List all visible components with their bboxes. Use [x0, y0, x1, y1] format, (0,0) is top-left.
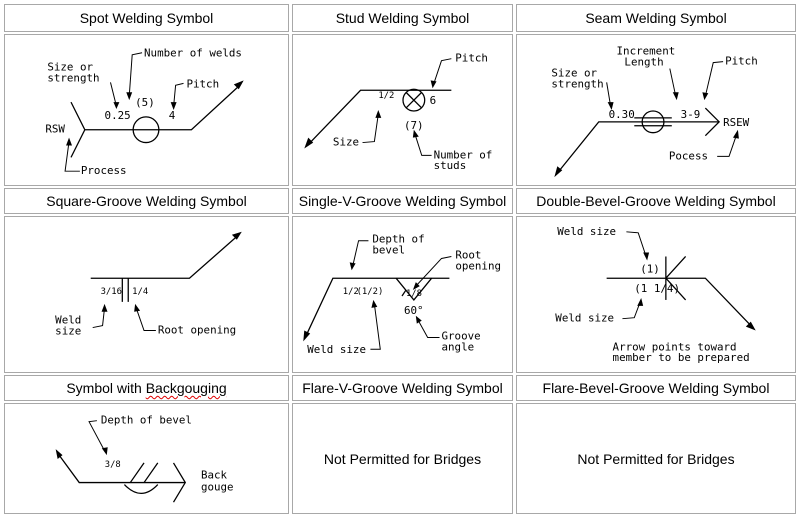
- backgouging-diagram: Depth of bevel 3/8 Back gouge: [55, 414, 234, 503]
- header-double-bevel-groove: Double-Bevel-Groove Welding Symbol: [516, 188, 796, 214]
- flare-bevel-not-permitted: Not Permitted for Bridges: [577, 450, 735, 467]
- spot-size-label-2: strength: [47, 71, 99, 84]
- seam-pitch-label: Pitch: [725, 55, 758, 68]
- doublebevel-note-1: Arrow points toward: [613, 340, 737, 353]
- backgouging-word: Backgouging: [145, 380, 227, 396]
- singlev-groove-label-2: angle: [441, 340, 474, 353]
- seam-increment-label-1: Increment: [617, 45, 676, 58]
- stud-pitch-value: 6: [430, 94, 437, 107]
- stud-number-label-1: Number of: [434, 148, 493, 161]
- spot-weld-diagram: Size or strength Number of welds Pitch 0…: [45, 47, 244, 177]
- double-bevel-groove-diagram: Weld size (1) (1 1/4) Weld size Arrow po…: [555, 225, 756, 364]
- spot-size-value: 0.25: [105, 109, 131, 122]
- backgouge-depth-label: Depth of bevel: [101, 414, 192, 427]
- singlev-depth-label-2: bevel: [372, 244, 405, 257]
- singlev-root-label-1: Root: [455, 248, 481, 261]
- spot-pitch-label: Pitch: [186, 77, 219, 90]
- square-weld-label-2: size: [55, 324, 81, 337]
- doublebevel-note-2: member to be prepared: [613, 351, 750, 364]
- seam-increment-value: 3-9: [681, 108, 701, 121]
- spot-size-label-1: Size or: [47, 61, 93, 74]
- doublebevel-weld-size-top-label: Weld size: [557, 225, 616, 238]
- seam-size-label-1: Size or: [551, 66, 597, 79]
- square-root-label: Root opening: [158, 323, 236, 336]
- spot-number-label: Number of welds: [144, 47, 242, 60]
- stud-weld-diagram: Pitch 1/2 6 (7) Size Number of studs: [304, 52, 493, 172]
- header-flare-v-groove: Flare-V-Groove Welding Symbol: [292, 375, 513, 401]
- backgouge-depth-value: 3/8: [105, 460, 121, 470]
- stud-number-value: (7): [404, 119, 424, 132]
- square-size-value: 3/16: [101, 287, 122, 297]
- doublebevel-bottom-value: (1 1/4): [634, 282, 680, 295]
- backgouge-label-2: gouge: [201, 480, 234, 493]
- cell-flare-v-groove: Not Permitted for Bridges: [292, 403, 513, 514]
- backgouge-label-1: Back: [201, 469, 228, 482]
- cell-double-bevel-groove: Weld size (1) (1 1/4) Weld size Arrow po…: [516, 216, 796, 373]
- singlev-root-label-2: opening: [455, 259, 501, 272]
- seam-rsew-label: RSEW: [723, 116, 750, 129]
- square-root-value: 1/4: [132, 287, 148, 297]
- stud-size-value: 1/2: [378, 91, 394, 101]
- singlev-depth-value: 1/2: [343, 287, 359, 297]
- spot-process-label: Process: [81, 164, 127, 177]
- square-weld-label-1: Weld: [55, 314, 81, 327]
- header-single-v-groove: Single-V-Groove Welding Symbol: [292, 188, 513, 214]
- singlev-size-value: (1/2): [357, 287, 384, 297]
- cell-square-groove: 3/16 1/4 Weld size Root opening: [4, 216, 289, 373]
- seam-process-label: Pocess: [669, 149, 708, 162]
- spot-pitch-value: 4: [169, 109, 176, 122]
- flare-v-not-permitted: Not Permitted for Bridges: [323, 450, 482, 467]
- header-flare-bevel-groove: Flare-Bevel-Groove Welding Symbol: [516, 375, 796, 401]
- singlev-depth-label-1: Depth of: [372, 233, 424, 246]
- cell-flare-bevel-groove: Not Permitted for Bridges: [516, 403, 796, 514]
- header-stud: Stud Welding Symbol: [292, 4, 513, 32]
- spot-number-value: (5): [135, 96, 155, 109]
- stud-pitch-label: Pitch: [455, 52, 488, 65]
- cell-spot: Size or strength Number of welds Pitch 0…: [4, 34, 289, 186]
- singlev-groove-label-1: Groove: [441, 329, 480, 342]
- cell-seam: Increment Length Pitch Size or strength …: [516, 34, 796, 186]
- header-square-groove: Square-Groove Welding Symbol: [4, 188, 289, 214]
- spot-rsw-label: RSW: [45, 123, 65, 136]
- square-groove-diagram: 3/16 1/4 Weld size Root opening: [55, 231, 242, 337]
- doublebevel-top-value: (1): [640, 262, 660, 275]
- singlev-weld-size-label: Weld size: [307, 343, 366, 356]
- doublebevel-weld-size-bottom-label: Weld size: [555, 312, 614, 325]
- header-seam: Seam Welding Symbol: [516, 4, 796, 32]
- cell-single-v-groove: Depth of bevel Root opening 1/2 (1/2) 1/…: [292, 216, 513, 373]
- stud-number-label-2: studs: [434, 159, 467, 172]
- singlev-angle-value: 60°: [404, 304, 424, 317]
- seam-increment-label-2: Length: [624, 56, 663, 69]
- stud-size-label: Size: [333, 136, 359, 149]
- singlev-root-value: 1/8: [406, 289, 422, 299]
- header-spot: Spot Welding Symbol: [4, 4, 289, 32]
- single-v-groove-diagram: Depth of bevel Root opening 1/2 (1/2) 1/…: [303, 233, 501, 356]
- cell-stud: Pitch 1/2 6 (7) Size Number of studs: [292, 34, 513, 186]
- seam-weld-diagram: Increment Length Pitch Size or strength …: [551, 45, 758, 178]
- seam-size-value: 0.30: [609, 108, 635, 121]
- header-backgouging: Symbol with Backgouging: [4, 375, 289, 401]
- seam-size-label-2: strength: [551, 77, 603, 90]
- cell-backgouging: Depth of bevel 3/8 Back gouge: [4, 403, 289, 514]
